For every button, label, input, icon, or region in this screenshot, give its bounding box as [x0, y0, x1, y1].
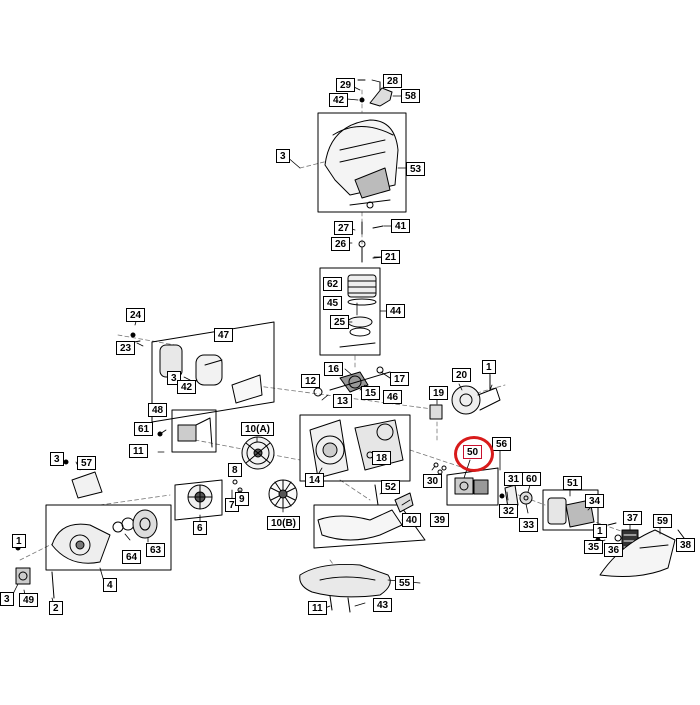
part-label-59: 59 [653, 514, 673, 528]
part-label-4: 4 [103, 578, 117, 592]
part-label-9: 9 [235, 492, 249, 506]
part-label-60: 60 [522, 472, 542, 486]
part-label-48: 48 [148, 403, 168, 417]
part-label-10a: 10(A) [241, 422, 275, 436]
part-label-23: 23 [116, 341, 136, 355]
part-label-35: 35 [584, 540, 604, 554]
part-label-57: 57 [77, 456, 97, 470]
part-label-56: 56 [492, 437, 512, 451]
filter-cover-59 [599, 529, 676, 577]
part-label-36: 36 [604, 543, 624, 557]
part-label-26: 26 [331, 237, 351, 251]
carburetor-50 [433, 462, 489, 495]
part-label-64: 64 [122, 550, 142, 564]
clutch-housing-4 [51, 509, 158, 564]
part-label-12: 12 [301, 374, 321, 388]
part-label-1-right: 1 [593, 524, 607, 538]
part-label-3-bracket: 3 [50, 452, 64, 466]
shroud-cover-53 [324, 119, 399, 209]
part-label-43: 43 [373, 598, 393, 612]
part-label-34: 34 [585, 494, 605, 508]
part-label-39: 39 [430, 513, 450, 527]
crankcase-46 [309, 419, 404, 479]
part-label-10b: 10(B) [267, 516, 301, 530]
part-label-46: 46 [383, 390, 403, 404]
part-label-42-top: 42 [329, 93, 349, 107]
part-label-49: 49 [19, 593, 39, 607]
part-label-32: 32 [499, 504, 519, 518]
part-label-30: 30 [423, 474, 443, 488]
clutch-6 [187, 466, 243, 510]
part-label-21: 21 [381, 250, 401, 264]
part-label-6: 6 [193, 521, 207, 535]
part-label-2: 2 [49, 601, 63, 615]
part-label-19: 19 [429, 386, 449, 400]
part-label-1-left: 1 [12, 534, 26, 548]
part-label-40: 40 [402, 513, 422, 527]
muffler-39 [317, 484, 414, 541]
carb-spacer-parts [499, 484, 533, 509]
part-label-11-bottom: 11 [308, 601, 327, 615]
part-label-3-left: 3 [0, 592, 14, 606]
part-label-44: 44 [386, 304, 406, 318]
part-label-47: 47 [214, 328, 234, 342]
part-label-38: 38 [676, 538, 696, 552]
part-label-15: 15 [361, 386, 381, 400]
flywheel-10a [241, 436, 275, 470]
part-label-52: 52 [381, 480, 401, 494]
part-label-8: 8 [228, 463, 242, 477]
recoil-starter-20 [429, 374, 501, 420]
left-small-parts [15, 545, 55, 599]
part-label-20: 20 [452, 368, 472, 382]
part-label-55: 55 [395, 576, 415, 590]
flywheel-10b [268, 479, 298, 509]
part-label-33: 33 [519, 518, 539, 532]
part-label-14: 14 [305, 473, 325, 487]
part-label-37: 37 [623, 511, 643, 525]
part-label-11-left: 11 [129, 444, 148, 458]
top-cap-parts [357, 79, 393, 107]
fuel-tank-55 [299, 564, 391, 613]
cylinder-piston-44 [339, 274, 377, 348]
part-label-58: 58 [401, 89, 421, 103]
part-label-16: 16 [324, 362, 344, 376]
part-label-61: 61 [134, 422, 154, 436]
part-label-62: 62 [323, 277, 343, 291]
ignition-coil-48 [157, 417, 213, 448]
part-label-3-top: 3 [276, 149, 290, 163]
bracket-57 [63, 459, 103, 499]
part-label-24: 24 [126, 308, 146, 322]
part-label-51: 51 [563, 476, 583, 490]
part-label-25: 25 [330, 315, 350, 329]
part-label-27: 27 [334, 221, 354, 235]
air-box-47 [127, 332, 263, 404]
part-label-63: 63 [146, 543, 166, 557]
stud-screws [358, 221, 384, 263]
part-label-31: 31 [504, 472, 524, 486]
part-label-45: 45 [323, 296, 343, 310]
part-label-28: 28 [383, 74, 403, 88]
highlight-circle-50 [454, 436, 494, 472]
part-label-18: 18 [372, 451, 392, 465]
part-label-13: 13 [333, 394, 353, 408]
part-label-29: 29 [336, 78, 356, 92]
part-label-41: 41 [391, 219, 411, 233]
part-label-42-airbox: 42 [177, 380, 197, 394]
part-label-17: 17 [390, 372, 410, 386]
part-label-53: 53 [406, 162, 426, 176]
group-boxes [45, 112, 599, 571]
part-label-1-starter: 1 [482, 360, 496, 374]
